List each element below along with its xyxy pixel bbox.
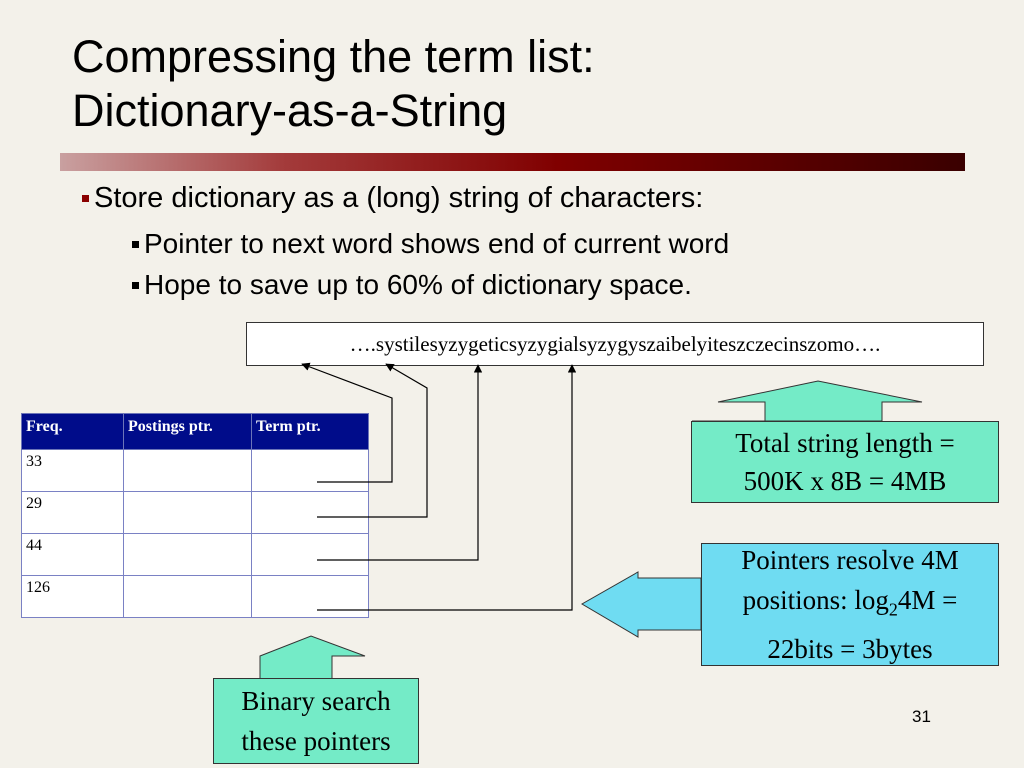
callout-line: 500K x 8B = 4MB bbox=[743, 466, 947, 496]
callout-line: these pointers bbox=[241, 726, 391, 756]
cell-freq: 33 bbox=[21, 449, 124, 492]
cell-term-ptr bbox=[251, 491, 369, 534]
cell-term-ptr bbox=[251, 449, 369, 492]
sub-bullet-item: Pointer to next word shows end of curren… bbox=[132, 228, 729, 260]
callout-line: Binary search bbox=[241, 686, 391, 716]
page-number: 31 bbox=[912, 707, 931, 726]
callout-text: 4M = bbox=[897, 584, 958, 615]
term-pointer-line-1 bbox=[301, 362, 393, 483]
dictionary-string-box: ….systilesyzygeticsyzygialsyzygyszaibely… bbox=[246, 322, 984, 366]
pointers-resolve-callout: Pointers resolve 4M positions: log24M = … bbox=[701, 543, 999, 666]
square-bullet-icon bbox=[82, 194, 89, 202]
cell-freq: 29 bbox=[21, 491, 124, 534]
left-arrow-shape bbox=[581, 571, 702, 638]
callout-line: positions: log24M = bbox=[741, 580, 958, 629]
square-bullet-icon bbox=[132, 241, 139, 249]
log-subscript: 2 bbox=[888, 599, 898, 620]
table-row: 29 bbox=[21, 491, 369, 534]
binary-search-callout: Binary search these pointers bbox=[213, 678, 419, 764]
cell-postings-ptr bbox=[123, 449, 252, 492]
sub-bullet-item: Hope to save up to 60% of dictionary spa… bbox=[132, 269, 692, 301]
title-line-2: Dictionary-as-a-String bbox=[72, 85, 508, 136]
bullet-text: Store dictionary as a (long) string of c… bbox=[94, 182, 704, 214]
slide-title: Compressing the term list: Dictionary-as… bbox=[72, 30, 595, 138]
total-string-length-callout: Total string length = 500K x 8B = 4MB bbox=[691, 421, 999, 503]
up-arrow-shape bbox=[692, 380, 923, 422]
callout-line: 22bits = 3bytes bbox=[767, 634, 933, 665]
up-arrow-shape bbox=[214, 635, 418, 680]
title-underline-bar bbox=[60, 153, 965, 171]
cell-postings-ptr bbox=[123, 491, 252, 534]
callout-line: Pointers resolve 4M bbox=[741, 544, 959, 575]
cell-freq: 126 bbox=[21, 575, 124, 618]
term-pointer-line-4 bbox=[317, 364, 577, 611]
table-row: 33 bbox=[21, 449, 369, 492]
term-pointer-line-2 bbox=[317, 363, 428, 518]
callout-line: Total string length = bbox=[735, 428, 955, 458]
title-line-1: Compressing the term list: bbox=[72, 31, 595, 82]
bullet-text: Hope to save up to 60% of dictionary spa… bbox=[144, 269, 692, 300]
cell-postings-ptr bbox=[123, 533, 252, 576]
bullet-text: Pointer to next word shows end of curren… bbox=[144, 228, 730, 259]
square-bullet-icon bbox=[132, 282, 139, 290]
term-pointer-line-3 bbox=[317, 364, 483, 561]
callout-text: positions: log bbox=[742, 584, 889, 615]
bullet-item: Store dictionary as a (long) string of c… bbox=[82, 182, 703, 215]
cell-postings-ptr bbox=[123, 575, 252, 618]
